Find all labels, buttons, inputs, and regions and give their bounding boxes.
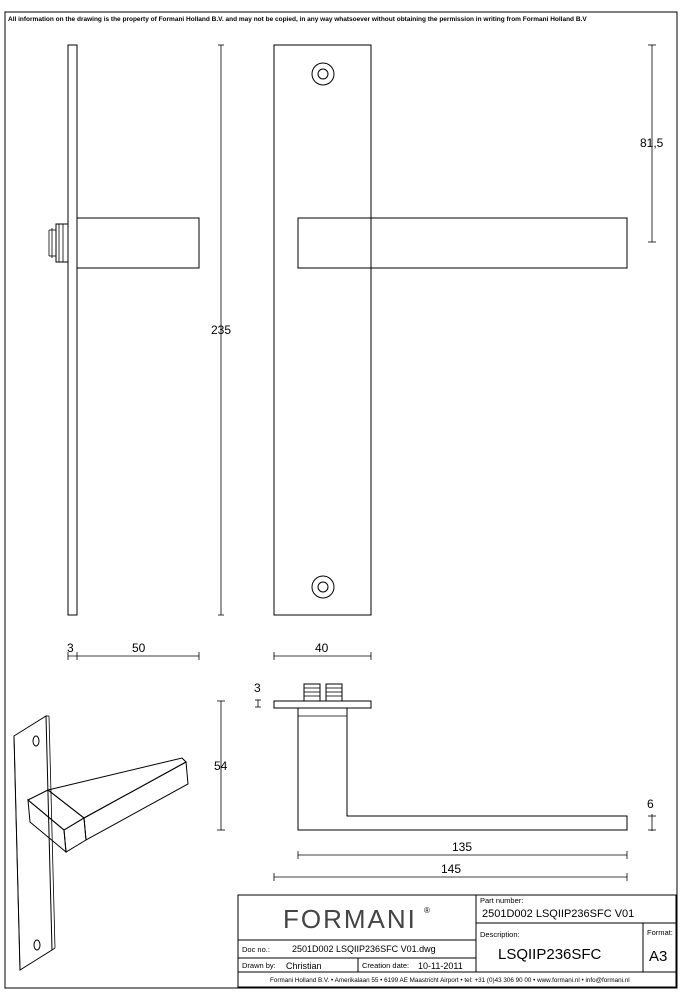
creation-date-label: Creation date: xyxy=(362,961,409,970)
part-number-value: 2501D002 LSQIIP236SFC V01 xyxy=(482,908,634,920)
side-view-spindle xyxy=(55,223,69,263)
dim-lever-length-total-label: 145 xyxy=(441,862,461,876)
drawn-by-label: Drawn by: xyxy=(242,961,276,970)
dim-overall-height: 235 xyxy=(211,44,231,616)
dim-lever-drop-label: 54 xyxy=(214,759,228,773)
format-value: A3 xyxy=(649,948,667,965)
formani-logo: FORMANI xyxy=(283,904,417,934)
drawn-by-value: Christian xyxy=(286,961,322,971)
front-view-lever xyxy=(297,217,628,269)
front-view xyxy=(273,44,628,616)
dim-lever-projection-label: 50 xyxy=(132,641,146,655)
doc-no-label: Doc no.: xyxy=(242,945,270,954)
top-screw-outer xyxy=(311,62,335,86)
dim-rose-thickness-label: 3 xyxy=(254,681,261,695)
isometric-view xyxy=(13,715,189,971)
doc-no-value: 2501D002 LSQIIP236SFC V01.dwg xyxy=(292,944,436,954)
top-view-plate xyxy=(273,700,372,709)
dim-lever-height-label: 81,5 xyxy=(640,136,664,150)
part-number-label: Part number: xyxy=(480,896,523,905)
dim-lever-length-total: 145 xyxy=(273,862,628,881)
dim-plate-width: 40 xyxy=(273,641,372,660)
title-block: FORMANI ® Part number: 2501D002 LSQIIP23… xyxy=(237,894,677,988)
dim-lever-length-inner-label: 135 xyxy=(452,840,472,854)
dim-lever-thickness-label: 6 xyxy=(647,797,654,811)
dim-plate-thickness-label: 3 xyxy=(67,641,74,655)
dim-lever-thickness: 6 xyxy=(647,797,656,831)
dim-rose-thickness: 3 xyxy=(254,681,261,708)
formani-logo-mark: ® xyxy=(424,906,430,915)
disclaimer-text: All information on the drawing is the pr… xyxy=(8,16,587,23)
top-view xyxy=(273,683,628,831)
dim-side-widths: 3 50 xyxy=(67,641,200,660)
description-label: Description: xyxy=(480,930,520,939)
dim-plate-width-label: 40 xyxy=(315,641,329,655)
dim-lever-height: 81,5 xyxy=(640,44,664,243)
sheet-border xyxy=(4,11,678,989)
creation-date-value: 10-11-2011 xyxy=(418,961,463,971)
top-view-lever xyxy=(297,708,628,831)
dim-lever-length-inner: 135 xyxy=(297,840,628,859)
title-block-frame xyxy=(237,894,677,988)
dim-overall-height-label: 235 xyxy=(211,323,231,337)
footer-contact: Formani Holland B.V. • Amerikalaan 55 • … xyxy=(270,977,630,984)
description-value: LSQIIP236SFC xyxy=(498,946,602,963)
front-view-plate xyxy=(273,44,372,616)
bottom-screw-outer xyxy=(311,575,335,599)
top-screw-inner xyxy=(317,68,329,80)
side-view-plate xyxy=(67,44,78,616)
bottom-screw-inner xyxy=(317,581,329,593)
side-view xyxy=(48,44,200,616)
dim-lever-drop: 54 xyxy=(214,700,228,831)
format-label: Format: xyxy=(647,928,673,937)
side-view-lever xyxy=(76,217,200,269)
